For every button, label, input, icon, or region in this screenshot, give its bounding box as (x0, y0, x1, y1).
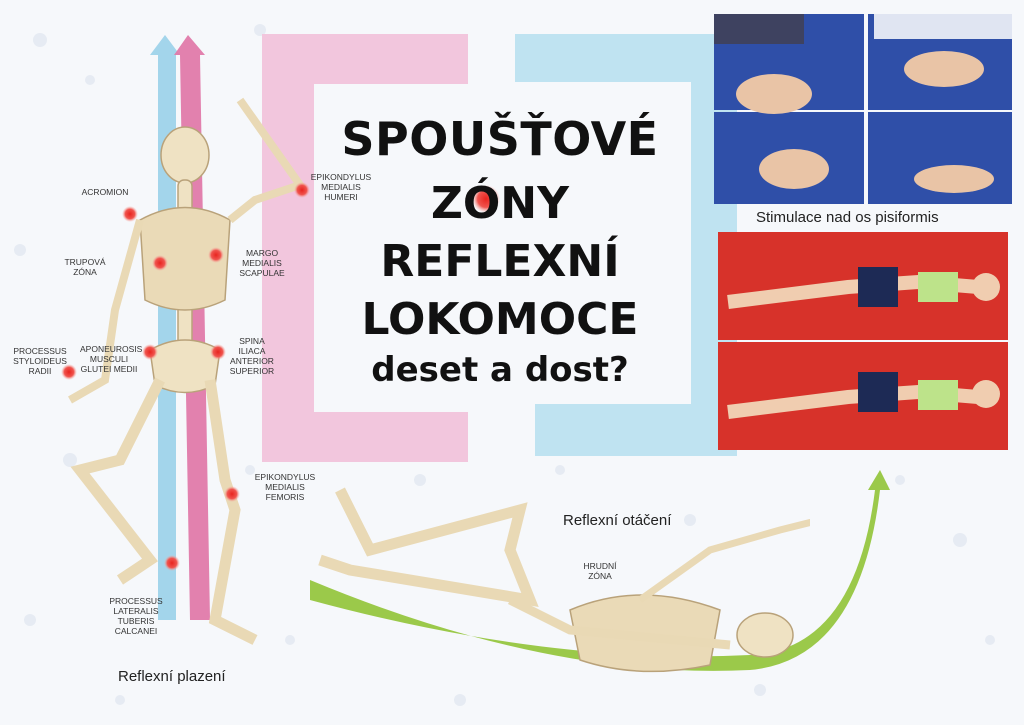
rolling-skeleton (318, 487, 810, 673)
crawling-skeleton (68, 97, 307, 645)
label-acromion: ACROMION (81, 187, 129, 197)
caption-stimulace: Stimulace nad os pisiformis (756, 209, 939, 226)
label-processus-styloideus: PROCESSUS STYLOIDEUS RADII (13, 346, 67, 376)
photo-lying-details (727, 267, 1000, 419)
caption-plazeni: Reflexní plazení (118, 668, 226, 685)
title-line-2: ZÓNY (431, 178, 569, 229)
label-aponeurosis: APONEUROSIS MUSCULI GLUTEI MEDII (80, 344, 143, 374)
label-margo: MARGO MEDIALIS SCAPULAE (239, 248, 285, 278)
photo-details (714, 14, 1012, 193)
label-processus-lateralis: PROCESSUS LATERALIS TUBERIS CALCANEI (109, 596, 163, 636)
label-hrudni: HRUDNÍ ZÓNA (583, 561, 617, 581)
label-spina: SPINA ILIACA ANTERIOR SUPERIOR (229, 336, 275, 376)
title-line-1: SPOUŠŤOVÉ (341, 112, 659, 166)
label-epikondylus-femoris: EPIKONDYLUS MEDIALIS FEMORIS (254, 472, 316, 502)
title-line-4: LOKOMOCE (361, 294, 639, 345)
title-line-5: deset a dost? (371, 350, 629, 390)
title-line-3: REFLEXNÍ (380, 236, 620, 287)
label-trupova: TRUPOVÁ ZÓNA (64, 257, 106, 277)
caption-otaceni: Reflexní otáčení (563, 512, 672, 529)
label-epikondylus-humeri: EPIKONDYLUS MEDIALIS HUMERI (310, 172, 372, 202)
pink-bracket (262, 34, 468, 462)
